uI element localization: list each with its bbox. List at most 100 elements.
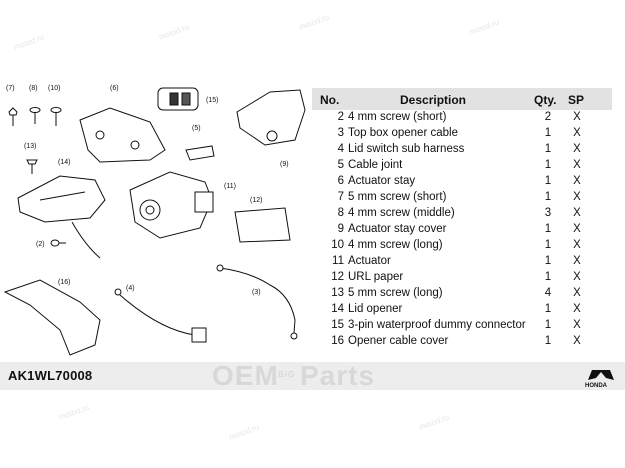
row-qty: 3 — [544, 207, 552, 219]
table-row: 4 Lid switch sub harness 1 X — [312, 142, 612, 158]
row-description: Lid opener — [348, 303, 403, 315]
row-no: 10 — [331, 239, 344, 251]
screw-13-icon — [26, 159, 38, 174]
callout-11-label: (11) — [224, 183, 236, 190]
row-no: 4 — [337, 143, 344, 155]
row-qty: 1 — [544, 271, 552, 283]
url-paper-12-shape — [234, 207, 291, 243]
lid-opener-14-shape — [17, 175, 106, 223]
row-sp: X — [573, 191, 581, 203]
cover-9-shape — [236, 89, 306, 146]
row-description: Actuator — [348, 255, 391, 267]
row-description: Actuator stay cover — [348, 223, 447, 235]
row-description: Cable joint — [348, 159, 403, 171]
callout-8-label: (8) — [29, 85, 38, 92]
row-qty: 1 — [544, 127, 552, 139]
row-description: 4 mm screw (short) — [348, 111, 447, 123]
screw-10-icon — [50, 107, 62, 126]
callout-7-label: (7) — [6, 85, 15, 92]
row-description: URL paper — [348, 271, 404, 283]
callout-10-label: (10) — [48, 85, 60, 92]
row-sp: X — [573, 143, 581, 155]
row-description: 5 mm screw (long) — [348, 287, 443, 299]
callout-16-label: (16) — [58, 279, 70, 286]
row-sp: X — [573, 175, 581, 187]
row-qty: 2 — [544, 111, 552, 123]
row-no: 3 — [337, 127, 344, 139]
row-qty: 1 — [544, 223, 552, 235]
connector-15-shape — [157, 87, 199, 111]
parts-table-header: No. Description Qty. SP — [312, 88, 612, 110]
row-description: Lid switch sub harness — [348, 143, 465, 155]
row-no: 8 — [337, 207, 344, 219]
footer-banner — [0, 362, 625, 390]
callout-4-label: (4) — [126, 285, 135, 292]
row-no: 12 — [331, 271, 344, 283]
row-no: 16 — [331, 335, 344, 347]
row-no: 15 — [331, 319, 344, 331]
row-sp: X — [573, 287, 581, 299]
row-qty: 1 — [544, 303, 552, 315]
callout-13-label: (13) — [24, 143, 36, 150]
cable-joint-5-shape — [185, 145, 215, 161]
row-description: 4 mm screw (middle) — [348, 207, 455, 219]
callout-2-label: (2) — [36, 241, 45, 248]
row-sp: X — [573, 159, 581, 171]
row-sp: X — [573, 127, 581, 139]
row-no: 11 — [332, 255, 344, 267]
table-row: 10 4 mm screw (long) 1 X — [312, 238, 612, 254]
row-qty: 4 — [544, 287, 552, 299]
cable-cover-16-shape — [3, 279, 101, 356]
honda-logo-text: HONDA — [585, 383, 607, 389]
table-row: 9 Actuator stay cover 1 X — [312, 222, 612, 238]
watermark-brand-small: BIG — [278, 370, 296, 379]
row-sp: X — [573, 319, 581, 331]
callout-14-label: (14) — [58, 159, 70, 166]
row-sp: X — [573, 223, 581, 235]
screw-7-icon — [8, 107, 18, 126]
lid-opener-wire — [71, 221, 101, 259]
table-row: 11 Actuator 1 X — [312, 254, 612, 270]
row-description: Top box opener cable — [348, 127, 458, 139]
table-row: 13 5 mm screw (long) 4 X — [312, 286, 612, 302]
row-qty: 1 — [544, 191, 552, 203]
table-row: 3 Top box opener cable 1 X — [312, 126, 612, 142]
row-sp: X — [573, 111, 581, 123]
row-description: Actuator stay — [348, 175, 416, 187]
callout-6-label: (6) — [110, 85, 119, 92]
row-no: 13 — [331, 287, 344, 299]
actuator-11-shape — [129, 171, 213, 239]
watermark-brand-a: OEM — [212, 360, 279, 391]
header-no: No. — [320, 93, 340, 107]
row-qty: 1 — [544, 255, 552, 267]
callout-9-label: (9) — [280, 161, 289, 168]
row-sp: X — [573, 255, 581, 267]
row-no: 9 — [337, 223, 344, 235]
row-description: 4 mm screw (long) — [348, 239, 443, 251]
row-no: 5 — [337, 159, 344, 171]
row-qty: 1 — [544, 239, 552, 251]
row-qty: 1 — [544, 143, 552, 155]
callout-15-label: (15) — [206, 97, 218, 104]
row-sp: X — [573, 303, 581, 315]
screw-8-icon — [29, 107, 41, 124]
row-sp: X — [573, 335, 581, 347]
row-no: 2 — [337, 111, 344, 123]
header-sp: SP — [568, 93, 585, 107]
harness-4-wire — [119, 294, 196, 336]
header-qty: Qty. — [534, 93, 557, 107]
opener-cable-3-wire — [219, 267, 296, 334]
row-sp: X — [573, 239, 581, 251]
row-qty: 1 — [544, 335, 552, 347]
callout-12-label: (12) — [250, 197, 262, 204]
actuator-stay-6-shape — [79, 107, 166, 163]
